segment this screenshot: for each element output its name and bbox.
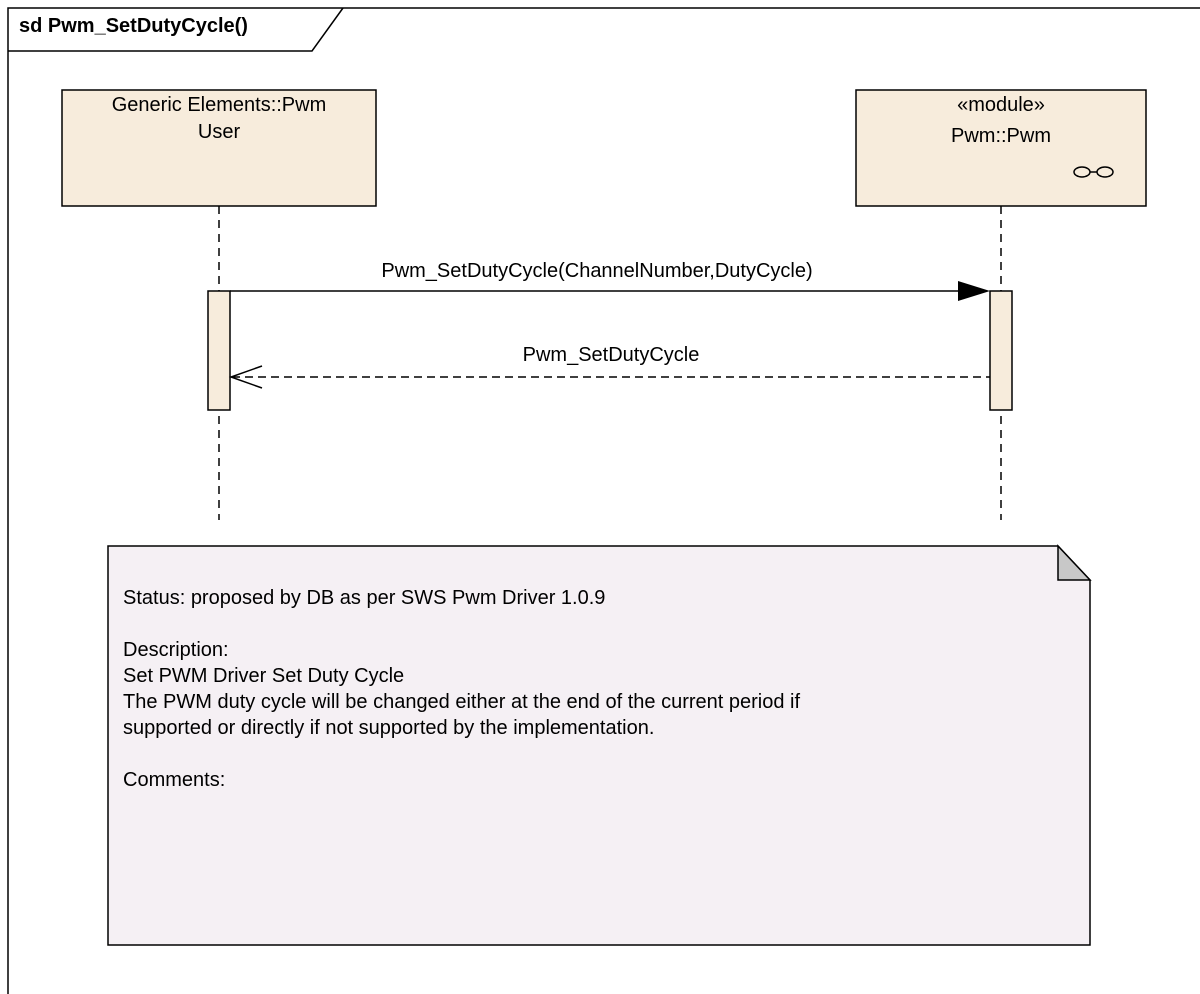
lifeline-user-name-cont: User xyxy=(197,121,241,143)
frame-border xyxy=(7,7,1200,994)
note-status: Status: proposed by DB as per SWS Pwm Dr… xyxy=(123,587,606,609)
note-description-title: Set PWM Driver Set Duty Cycle xyxy=(123,665,405,687)
note-fold xyxy=(1057,544,1092,581)
call-message-label: Pwm_SetDutyCycle(ChannelNumber,DutyCycle… xyxy=(381,260,813,282)
note-description-heading: Description: xyxy=(123,639,229,661)
note-text: Status: proposed by DB as per SWS Pwm Dr… xyxy=(123,585,1043,793)
note-description-line: supported or directly if not supported b… xyxy=(123,717,655,739)
return-message-arrowhead xyxy=(228,365,263,389)
activation-module xyxy=(989,290,1013,411)
lifeline-user-name: Generic Elements::Pwm xyxy=(111,94,327,116)
lifeline-module-name: Pwm::Pwm xyxy=(951,125,1051,147)
lifeline-module-label: «module» Pwm::Pwm xyxy=(856,90,1146,206)
lifeline-module-stereotype: «module» xyxy=(957,94,1045,116)
call-message-arrowhead xyxy=(958,281,990,301)
lifeline-user-box[interactable] xyxy=(61,89,377,207)
note-box[interactable] xyxy=(107,545,1091,946)
frame-title: sd Pwm_SetDutyCycle() xyxy=(19,15,248,37)
return-message-label: Pwm_SetDutyCycle xyxy=(522,344,700,366)
note-comments-heading: Comments: xyxy=(123,769,226,791)
lifeline-user-label: Generic Elements::Pwm User xyxy=(62,90,376,206)
component-icon xyxy=(1073,166,1114,178)
lifeline-module-box[interactable] xyxy=(855,89,1147,207)
activation-user xyxy=(207,290,231,411)
frame-title-tab xyxy=(8,7,344,52)
note-description-line: The PWM duty cycle will be changed eithe… xyxy=(123,691,801,713)
